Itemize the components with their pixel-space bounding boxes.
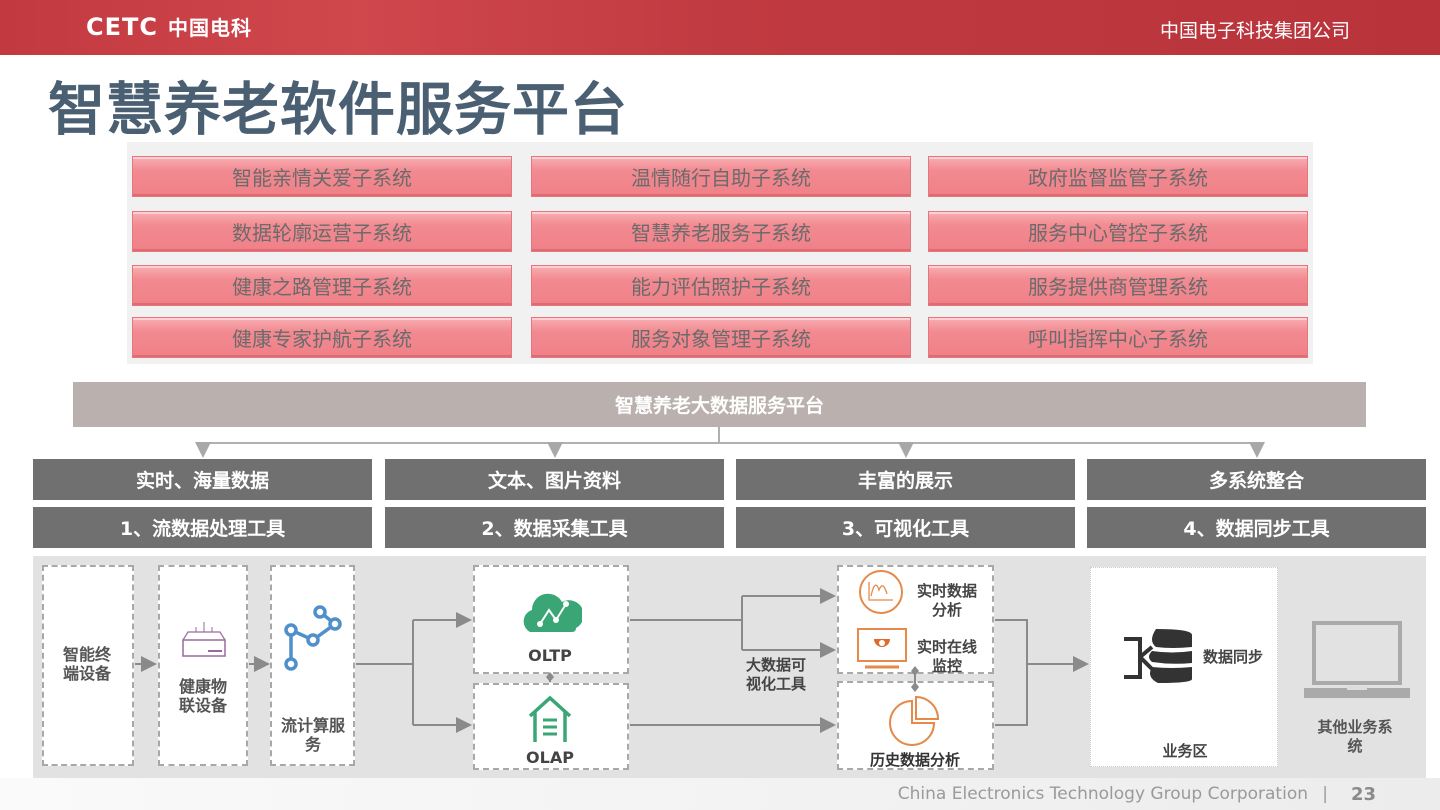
laptop-icon: [1304, 621, 1410, 698]
module-box: 呼叫指挥中心子系统: [928, 317, 1308, 358]
iot-device-icon: [182, 622, 226, 657]
history-analysis-label: 历史数据分析: [869, 751, 960, 769]
terminal-box: [42, 565, 134, 766]
footer-bar: [0, 778, 1440, 810]
footer-text: China Electronics Technology Group Corpo…: [897, 784, 1308, 804]
module-box: 服务中心管控子系统: [928, 211, 1308, 252]
module-box: 温情随行自助子系统: [531, 156, 911, 197]
realtime-monitor-label: 实时在线监控: [916, 638, 977, 675]
data-sync-icon: [1124, 629, 1192, 683]
cetc-logo: CETC 中国电科: [86, 12, 252, 41]
history-box: [837, 681, 994, 770]
stream-graph-icon: [284, 605, 342, 671]
module-box: 健康之路管理子系统: [132, 265, 512, 306]
oltp-label: OLTP: [528, 646, 572, 665]
logo-text: CETC: [86, 12, 158, 41]
monitor-camera-icon: [857, 628, 907, 669]
module-box: 服务提供商管理系统: [928, 265, 1308, 306]
cloud-icon: [523, 593, 582, 632]
tool-header: 4、数据同步工具: [1087, 507, 1426, 548]
feature-header: 多系统整合: [1087, 459, 1426, 500]
feature-header: 实时、海量数据: [33, 459, 372, 500]
business-zone-box: [1090, 567, 1278, 767]
pie-chart-icon: [889, 695, 940, 746]
feature-header: 文本、图片资料: [385, 459, 724, 500]
warehouse-icon: [528, 695, 572, 742]
line-chart-icon: [859, 570, 903, 614]
iot-label: 健康物联设备: [178, 677, 227, 715]
platform-bar: 智慧养老大数据服务平台: [73, 382, 1366, 427]
module-box: 智能亲情关爱子系统: [132, 156, 512, 197]
module-box: 能力评估照护子系统: [531, 265, 911, 306]
feature-header: 丰富的展示: [736, 459, 1075, 500]
module-box: 数据轮廓运营子系统: [132, 211, 512, 252]
module-box: 政府监督监管子系统: [928, 156, 1308, 197]
module-box: 健康专家护航子系统: [132, 317, 512, 358]
logo-cn-text: 中国电科: [168, 16, 252, 40]
data-sync-label: 数据同步: [1202, 648, 1263, 666]
footer-separator: |: [1322, 784, 1328, 804]
stream-label: 流计算服务: [280, 716, 345, 754]
tool-header: 1、流数据处理工具: [33, 507, 372, 548]
iot-box: [158, 565, 248, 766]
header-bar: [0, 0, 1440, 55]
business-zone-label: 业务区: [1162, 742, 1208, 760]
tool-header: 3、可视化工具: [736, 507, 1075, 548]
company-name: 中国电子科技集团公司: [1159, 20, 1350, 42]
stream-box: [270, 565, 355, 766]
module-box: 服务对象管理子系统: [531, 317, 911, 358]
module-box: 智慧养老服务子系统: [531, 211, 911, 252]
other-systems-label: 其他业务系统: [1317, 718, 1393, 755]
viz-tool-label: 大数据可视化工具: [745, 656, 806, 693]
olap-label: OLAP: [526, 748, 574, 767]
terminal-label: 智能终端设备: [62, 645, 111, 683]
page-title: 智慧养老软件服务平台: [48, 77, 628, 143]
realtime-analysis-label: 实时数据分析: [916, 582, 977, 619]
page-number: 23: [1350, 784, 1376, 805]
tool-header: 2、数据采集工具: [385, 507, 724, 548]
